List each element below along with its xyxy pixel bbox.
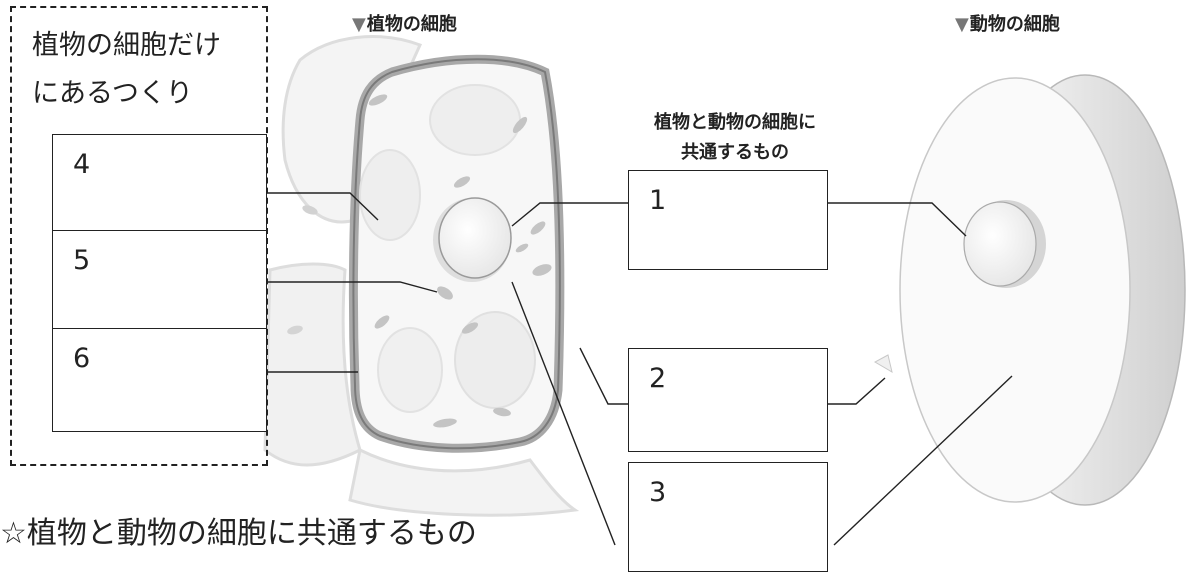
box-number: 4	[73, 149, 91, 180]
animal-cell-header-label: 動物の細胞	[969, 14, 1060, 35]
box-number: 1	[649, 185, 667, 216]
chloroplasts	[368, 94, 552, 428]
answer-box-3[interactable]: 3	[628, 462, 828, 572]
marker-triangle-icon: ▼	[352, 14, 366, 35]
common-heading-line1: 植物と動物の細胞に	[654, 112, 816, 133]
cell-diagram	[263, 35, 1186, 546]
leader-lines	[267, 192, 1013, 546]
answer-box-4[interactable]: 4	[52, 134, 267, 232]
vacuole-shape	[429, 84, 521, 156]
animal-cell-face	[899, 77, 1131, 503]
common-heading-line2: 共通するもの	[681, 142, 789, 163]
animal-cell-header: ▼動物の細胞	[955, 10, 1060, 36]
answer-box-6[interactable]: 6	[52, 328, 267, 432]
footer-note: ☆植物と動物の細胞に共通するもの	[0, 516, 477, 551]
answer-box-1[interactable]: 1	[628, 170, 828, 270]
box-number: 2	[649, 363, 667, 394]
marker-triangle-icon: ▼	[955, 14, 969, 35]
answer-box-5[interactable]: 5	[52, 230, 267, 330]
plant-cell-header-label: 植物の細胞	[366, 14, 457, 35]
plant-only-title-line1: 植物の細胞だけ	[32, 30, 221, 61]
box-number: 5	[73, 245, 91, 276]
plant-cell-header: ▼植物の細胞	[352, 10, 457, 36]
plant-nucleus	[438, 197, 512, 279]
plant-only-frame	[10, 6, 268, 466]
plant-only-title: 植物の細胞だけ にあるつくり	[32, 22, 262, 118]
animal-nucleus	[963, 201, 1037, 287]
animal-cell	[873, 74, 1186, 506]
common-structures-heading: 植物と動物の細胞に 共通するもの	[600, 108, 870, 168]
box-number: 3	[649, 477, 667, 508]
plant-only-title-line2: にあるつくり	[32, 78, 193, 109]
box-number: 6	[73, 343, 91, 374]
plant-cell	[348, 54, 565, 453]
answer-box-2[interactable]: 2	[628, 348, 828, 452]
cell-membrane	[352, 58, 561, 450]
